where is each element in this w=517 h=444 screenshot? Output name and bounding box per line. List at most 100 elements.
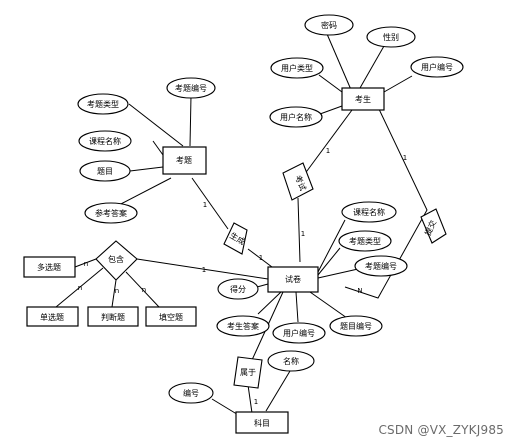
relationship-contains-diamond [95,240,138,281]
attr-examinee-user-type-label: 用户类型 [281,63,313,73]
attr-question-id [166,77,216,99]
entity-question-box [162,146,207,175]
attr-paper-question-no [329,315,383,337]
entity-subject-label: 科目 [254,418,270,428]
entity-fill-blank-box [145,306,197,327]
card-contains-single: n [78,284,82,292]
card-takes-paper: 1 [301,230,305,238]
relationship-generates: 生成 [223,222,248,255]
edge-question-generates [191,177,229,230]
edge-takes-paper [297,197,301,263]
entity-multiple-choice: 多选题 [23,256,76,278]
edge-question-course-name [152,140,164,156]
attr-paper-question-type-label: 考题类型 [349,236,381,246]
entity-fill-blank-label: 填空题 [159,312,183,322]
attr-question-content [79,160,131,182]
edge-question-id [189,95,192,147]
edge-paper-question-id [317,268,359,279]
edge-subject-name [265,370,291,412]
relationship-contains-label: 包含 [108,254,124,264]
attr-paper-user-id-label: 用户编号 [283,328,315,338]
relationship-contains: 包含 [95,240,138,281]
edge-examinee-user-type [318,74,343,93]
edge-paper-examinee-answer [257,291,282,315]
attr-question-course-name [78,130,132,152]
card-contains-paper: 1 [202,266,206,274]
relationship-submits-diamond [420,208,447,244]
watermark-text: CSDN @VX_ZYKJ985 [378,423,504,437]
entity-true-false-label: 判断题 [101,312,125,322]
attr-question-course-name-label: 课程名称 [89,136,121,146]
entity-true-false: 判断题 [87,306,139,327]
edge-examinee-submits-paper [344,106,428,299]
attr-reference-answer [84,202,138,224]
attr-paper-question-id [354,255,408,277]
card-question-generates: 1 [203,201,207,209]
card-examinee-submits: 1 [403,154,407,162]
edge-question-content [129,166,164,172]
card-examinee-takes: 1 [326,147,330,155]
attr-question-id-label: 考题编号 [175,83,207,93]
attr-examinee-user-id-label: 用户编号 [421,62,453,72]
edge-question-reference-answer [114,177,172,208]
card-generates-paper: 1 [259,254,263,262]
edge-contains-multiple [74,258,97,268]
edge-generates-paper [247,248,273,268]
entity-subject-box [235,411,289,434]
entity-examinee-label: 考生 [355,94,371,104]
edge-examinee-takes [303,109,353,176]
edge-paper-score [256,283,269,288]
attr-examinee-user-name-label: 用户名称 [280,112,312,122]
attr-examinee-answer [216,315,270,337]
relationship-generates-diamond [223,222,248,255]
entity-question-label: 考题 [176,156,192,165]
attr-password [304,14,354,36]
edge-contains-single [55,267,104,308]
entity-single-choice-label: 单选题 [40,312,64,322]
card-submits-paper: N [357,287,362,295]
entity-paper: 试卷 [267,266,319,293]
relationship-belongs-to-diamond [233,356,263,389]
entity-single-choice-box [26,306,79,327]
attr-examinee-user-name [269,106,323,128]
edge-subject-id [211,398,241,417]
attr-reference-answer-label: 参考答案 [95,208,127,218]
edge-question-type [128,103,184,147]
entity-subject: 科目 [235,411,289,434]
edge-paper-course-name [317,219,346,273]
attr-paper-course-name-label: 课程名称 [353,207,385,217]
entity-question: 考题 [162,146,207,175]
attr-gender-label: 性别 [383,32,399,42]
attr-examinee-user-type [270,57,324,79]
entity-true-false-box [87,306,139,327]
relationship-belongs-to: 属于 [233,356,263,389]
attr-subject-id-label: 编号 [183,388,199,398]
edges [55,33,428,417]
attr-question-type [77,93,129,115]
entity-paper-label: 试卷 [285,274,301,284]
edge-contains-fill-blank [125,271,160,308]
attr-score [217,278,259,300]
entity-multiple-choice-box [23,256,76,278]
attr-paper-user-id [272,322,326,344]
attr-paper-question-id-label: 考题编号 [365,261,397,271]
edge-examinee-gender [359,45,385,89]
attr-subject-name [267,350,315,372]
edge-paper-user-id [295,291,299,323]
entity-fill-blank: 填空题 [145,306,197,327]
relationship-belongs-to-label: 属于 [240,368,256,377]
edge-examinee-user-name [319,105,343,115]
entity-examinee: 考生 [341,87,385,111]
attr-paper-question-no-label: 题目编号 [340,321,372,331]
attr-examinee-answer-label: 考生答案 [227,321,259,331]
entity-single-choice: 单选题 [26,306,79,327]
attr-subject-id [168,382,214,404]
edge-belongs-subject [247,384,253,414]
attr-subject-name-label: 名称 [283,356,299,366]
entity-multiple-choice-label: 多选题 [37,262,61,272]
card-contains-multiple: n [84,260,88,268]
entity-paper-box [267,266,319,293]
attr-paper-question-type [338,230,392,252]
